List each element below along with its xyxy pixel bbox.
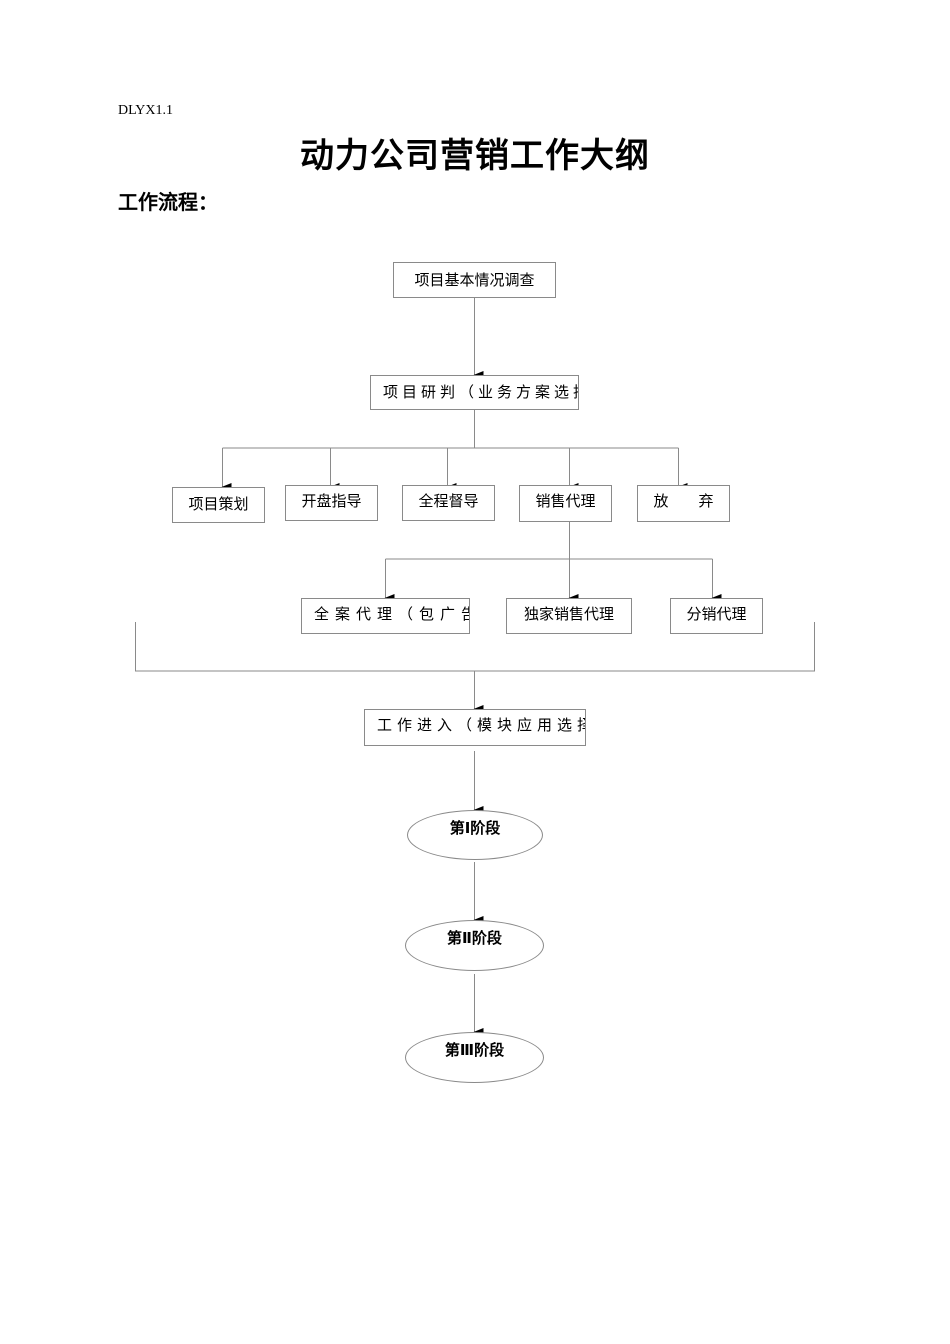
section-heading: 工作流程： xyxy=(118,190,218,214)
node-work-entry: 工作进入（模块应用选择） xyxy=(364,709,586,746)
node-option-abandon: 放 弃 xyxy=(637,485,730,522)
node-option-sales-agency: 销售代理 xyxy=(519,485,612,522)
node-stage-2: 第Ⅱ阶段 xyxy=(405,920,544,971)
node-stage-1: 第Ⅰ阶段 xyxy=(407,810,543,860)
document-code: DLYX1.1 xyxy=(118,103,173,118)
node-stage-3: 第Ⅲ阶段 xyxy=(405,1032,544,1083)
node-option-planning: 项目策划 xyxy=(172,487,265,523)
node-option-full-supervision: 全程督导 xyxy=(402,485,495,521)
node-project-survey: 项目基本情况调查 xyxy=(393,262,556,298)
node-agency-exclusive: 独家销售代理 xyxy=(506,598,632,634)
node-option-opening-guidance: 开盘指导 xyxy=(285,485,378,521)
node-agency-full: 全案代理（包广告） xyxy=(301,598,470,634)
node-project-research: 项目研判（业务方案选择） xyxy=(370,375,579,410)
node-agency-distribution: 分销代理 xyxy=(670,598,763,634)
document-title: 动力公司营销工作大纲 xyxy=(300,136,650,176)
